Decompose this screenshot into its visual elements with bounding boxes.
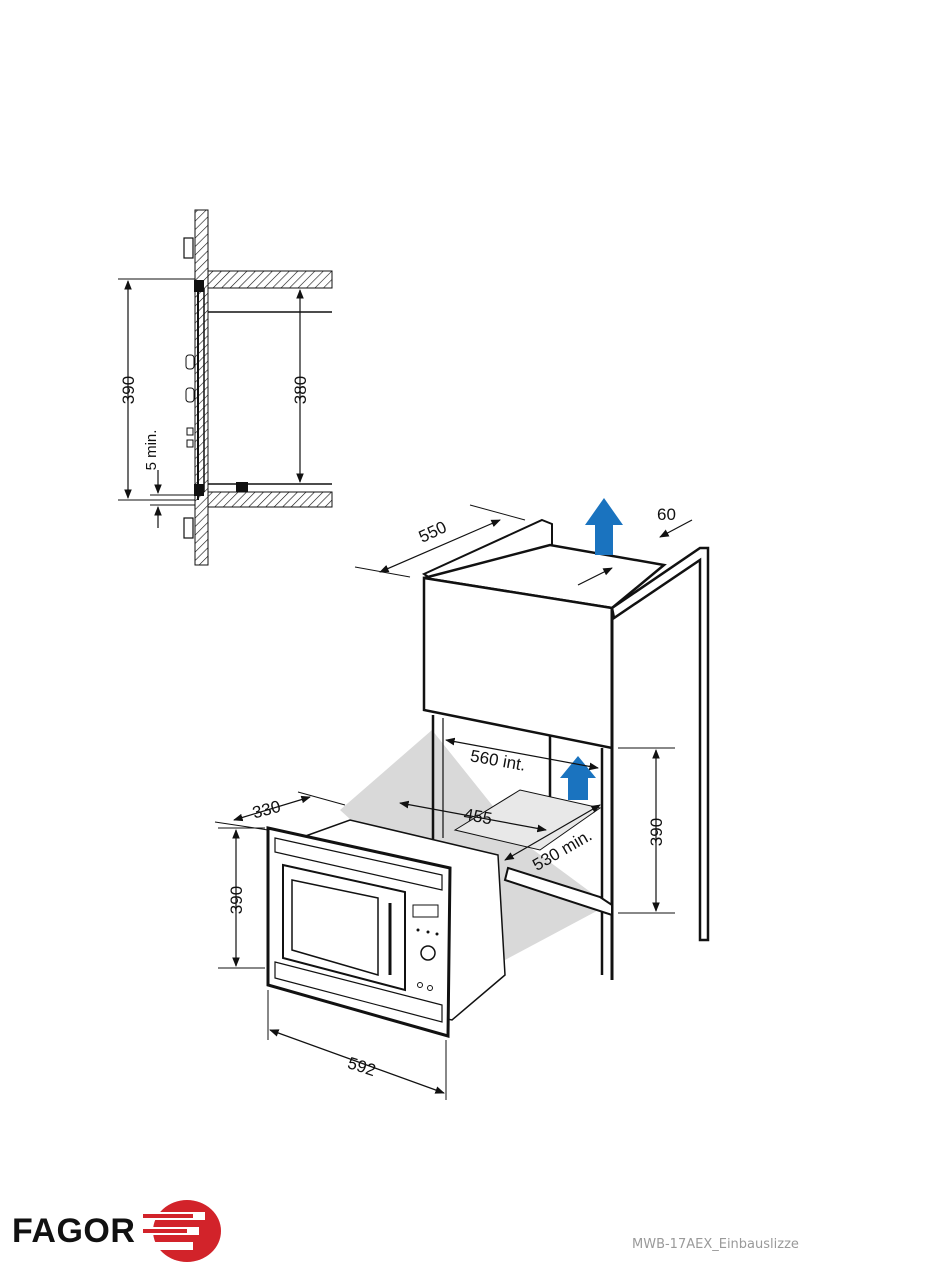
- dim-inner-width: 560 int.: [469, 746, 527, 774]
- dim-frame-depth: 330: [250, 797, 282, 823]
- fagor-emblem-icon: [141, 1200, 222, 1262]
- dim-shelf-width: 455: [462, 805, 493, 829]
- dim-gap-min: 5 min.: [143, 430, 160, 471]
- cabinet-front: [422, 576, 614, 750]
- airflow-arrow-top: [585, 498, 623, 555]
- dim-inner-height: 380: [291, 376, 310, 404]
- frame-block-top: [194, 280, 204, 292]
- frame-block-bottom: [194, 484, 204, 496]
- brand-logo: FAGOR: [12, 1198, 223, 1264]
- upper-shelf: [207, 270, 333, 289]
- dim-depth: 550: [416, 517, 450, 546]
- section-view: 390 5 min. 380: [118, 209, 333, 566]
- microwave-window: [291, 879, 379, 976]
- dim-front-height: 390: [227, 886, 246, 914]
- dim-front-width: 592: [345, 1053, 378, 1080]
- cabinet-view: 550 60 560 int. 455 530 min. 390: [340, 498, 710, 980]
- brand-name: FAGOR: [12, 1211, 136, 1250]
- dim-niche-height: 390: [647, 818, 666, 846]
- control-knob: [420, 945, 436, 961]
- lower-shelf: [207, 491, 333, 508]
- niche-shadow: [340, 730, 608, 960]
- wall-hatch: [194, 209, 209, 566]
- document-caption: MWB-17AEX_Einbauslizze: [632, 1237, 799, 1252]
- appliance-view: 330 390 592: [214, 791, 506, 1100]
- foot-block: [236, 482, 248, 492]
- dim-vent-gap: 60: [657, 505, 676, 524]
- dim-total-height: 390: [119, 376, 138, 404]
